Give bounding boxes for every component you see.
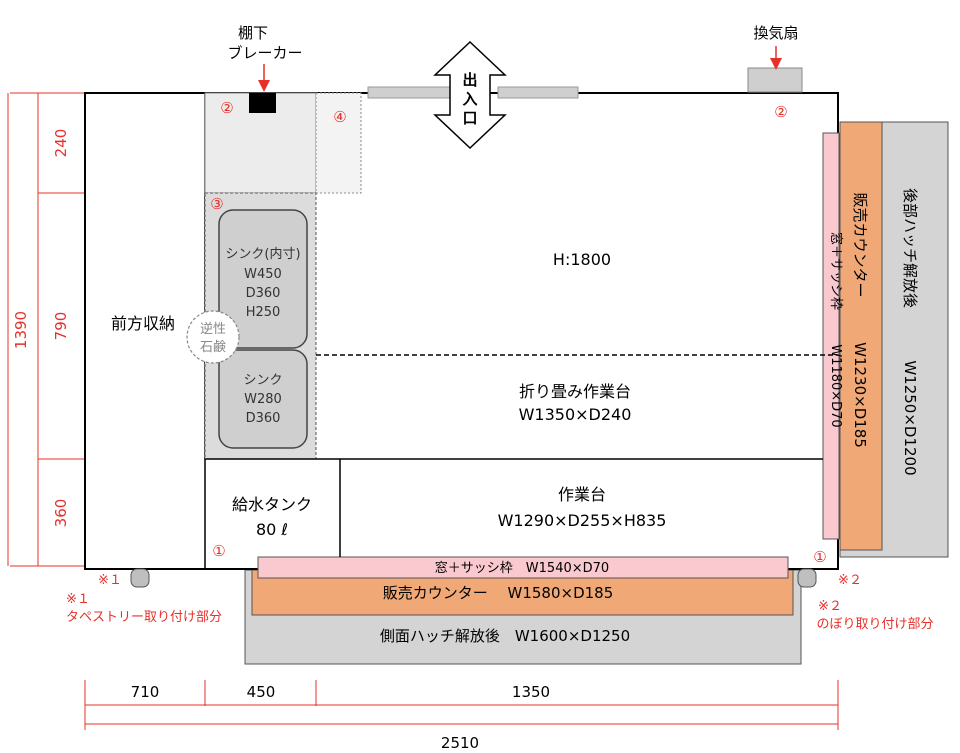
rear-window <box>822 132 840 540</box>
entrance-arrow <box>433 40 507 150</box>
side-window <box>257 556 789 579</box>
dim-left-790: 790 <box>52 312 70 341</box>
sink-line-2: W280 <box>244 392 282 407</box>
bottom-dimensions <box>84 680 839 730</box>
marker-2-left: ② <box>220 99 233 117</box>
dim-left-1390: 1390 <box>12 311 30 349</box>
entrance-bar-right <box>497 86 579 99</box>
rear-window-line-1: 窓＋サッシ枠 <box>828 232 844 310</box>
rear-window-line-2: W1180×D70 <box>828 344 843 427</box>
soda-line-1: 逆性 <box>200 321 226 337</box>
water-tank-line-1: 給水タンク <box>232 495 312 514</box>
breaker-label-1: 棚下 <box>238 24 268 42</box>
note2-line-1: ※２ <box>818 599 842 614</box>
work-table-line-1: 作業台 <box>558 485 606 504</box>
dim-bottom-2510: 2510 <box>441 734 479 752</box>
entrance-char-2: 入 <box>462 90 477 108</box>
folding-table-line-1: 折り畳み作業台 <box>519 382 631 401</box>
fan-box <box>747 67 803 93</box>
marker-4: ④ <box>333 108 346 126</box>
note1-line-2: タペストリー取り付け部分 <box>66 610 222 625</box>
sink-inner-line-2: W450 <box>244 267 282 282</box>
rear-counter-line-2: W1230×D185 <box>851 342 869 448</box>
sink-inner-line-4: H250 <box>246 305 281 320</box>
rear-hatch-line-2: W1250×D1200 <box>901 360 919 475</box>
dim-bottom-710: 710 <box>131 683 160 701</box>
sink <box>218 349 308 449</box>
marker-1-right: ① <box>813 548 826 566</box>
note1-mark: ※１ <box>98 573 122 588</box>
note2-line-2: のぼり取り付け部分 <box>816 617 933 632</box>
tapestry-mount <box>130 568 150 588</box>
sink-inner-line-3: D360 <box>246 286 281 301</box>
entrance-char-3: 口 <box>462 109 477 127</box>
entrance-char-1: 出 <box>462 71 477 89</box>
side-counter-label: 販売カウンター W1580×D185 <box>383 584 614 602</box>
soda-line-2: 石鹸 <box>200 340 226 355</box>
dim-left-240: 240 <box>52 129 70 158</box>
dim-left-360: 360 <box>52 499 70 528</box>
note1-line-1: ※１ <box>66 592 90 607</box>
folding-table-line-2: W1350×D240 <box>519 405 632 424</box>
dim-bottom-450: 450 <box>247 683 276 701</box>
water-tank-line-2: 80 ℓ <box>256 520 288 539</box>
work-table-line-2: W1290×D255×H835 <box>498 511 667 530</box>
breaker-label-2: ブレーカー <box>227 44 302 62</box>
height-label: H:1800 <box>553 250 611 269</box>
sink-inner <box>218 209 308 349</box>
front-storage-label: 前方収納 <box>111 314 175 333</box>
side-hatch-label: 側面ハッチ解放後 W1600×D1250 <box>380 627 630 645</box>
marker-3: ③ <box>210 195 223 213</box>
entrance-bar-left <box>367 86 451 99</box>
area-4 <box>315 92 362 194</box>
rear-counter-line-1: 販売カウンター <box>851 192 869 297</box>
marker-2-right: ② <box>774 103 787 121</box>
rear-hatch-line-1: 後部ハッチ解放後 <box>901 188 919 308</box>
breaker-box <box>249 93 276 113</box>
sink-line-3: D360 <box>246 411 281 426</box>
sink-inner-line-1: シンク(内寸) <box>225 246 300 262</box>
soda-circle <box>186 310 240 364</box>
rear-counter <box>839 121 883 551</box>
note2-mark: ※２ <box>838 573 862 588</box>
sink-line-1: シンク <box>243 373 282 388</box>
fan-label: 換気扇 <box>753 24 798 42</box>
marker-1-left: ① <box>212 542 225 560</box>
flag-mount <box>797 568 817 588</box>
side-window-label: 窓＋サッシ枠 W1540×D70 <box>435 560 609 576</box>
left-dimensions <box>7 92 84 567</box>
dim-bottom-1350: 1350 <box>512 683 550 701</box>
